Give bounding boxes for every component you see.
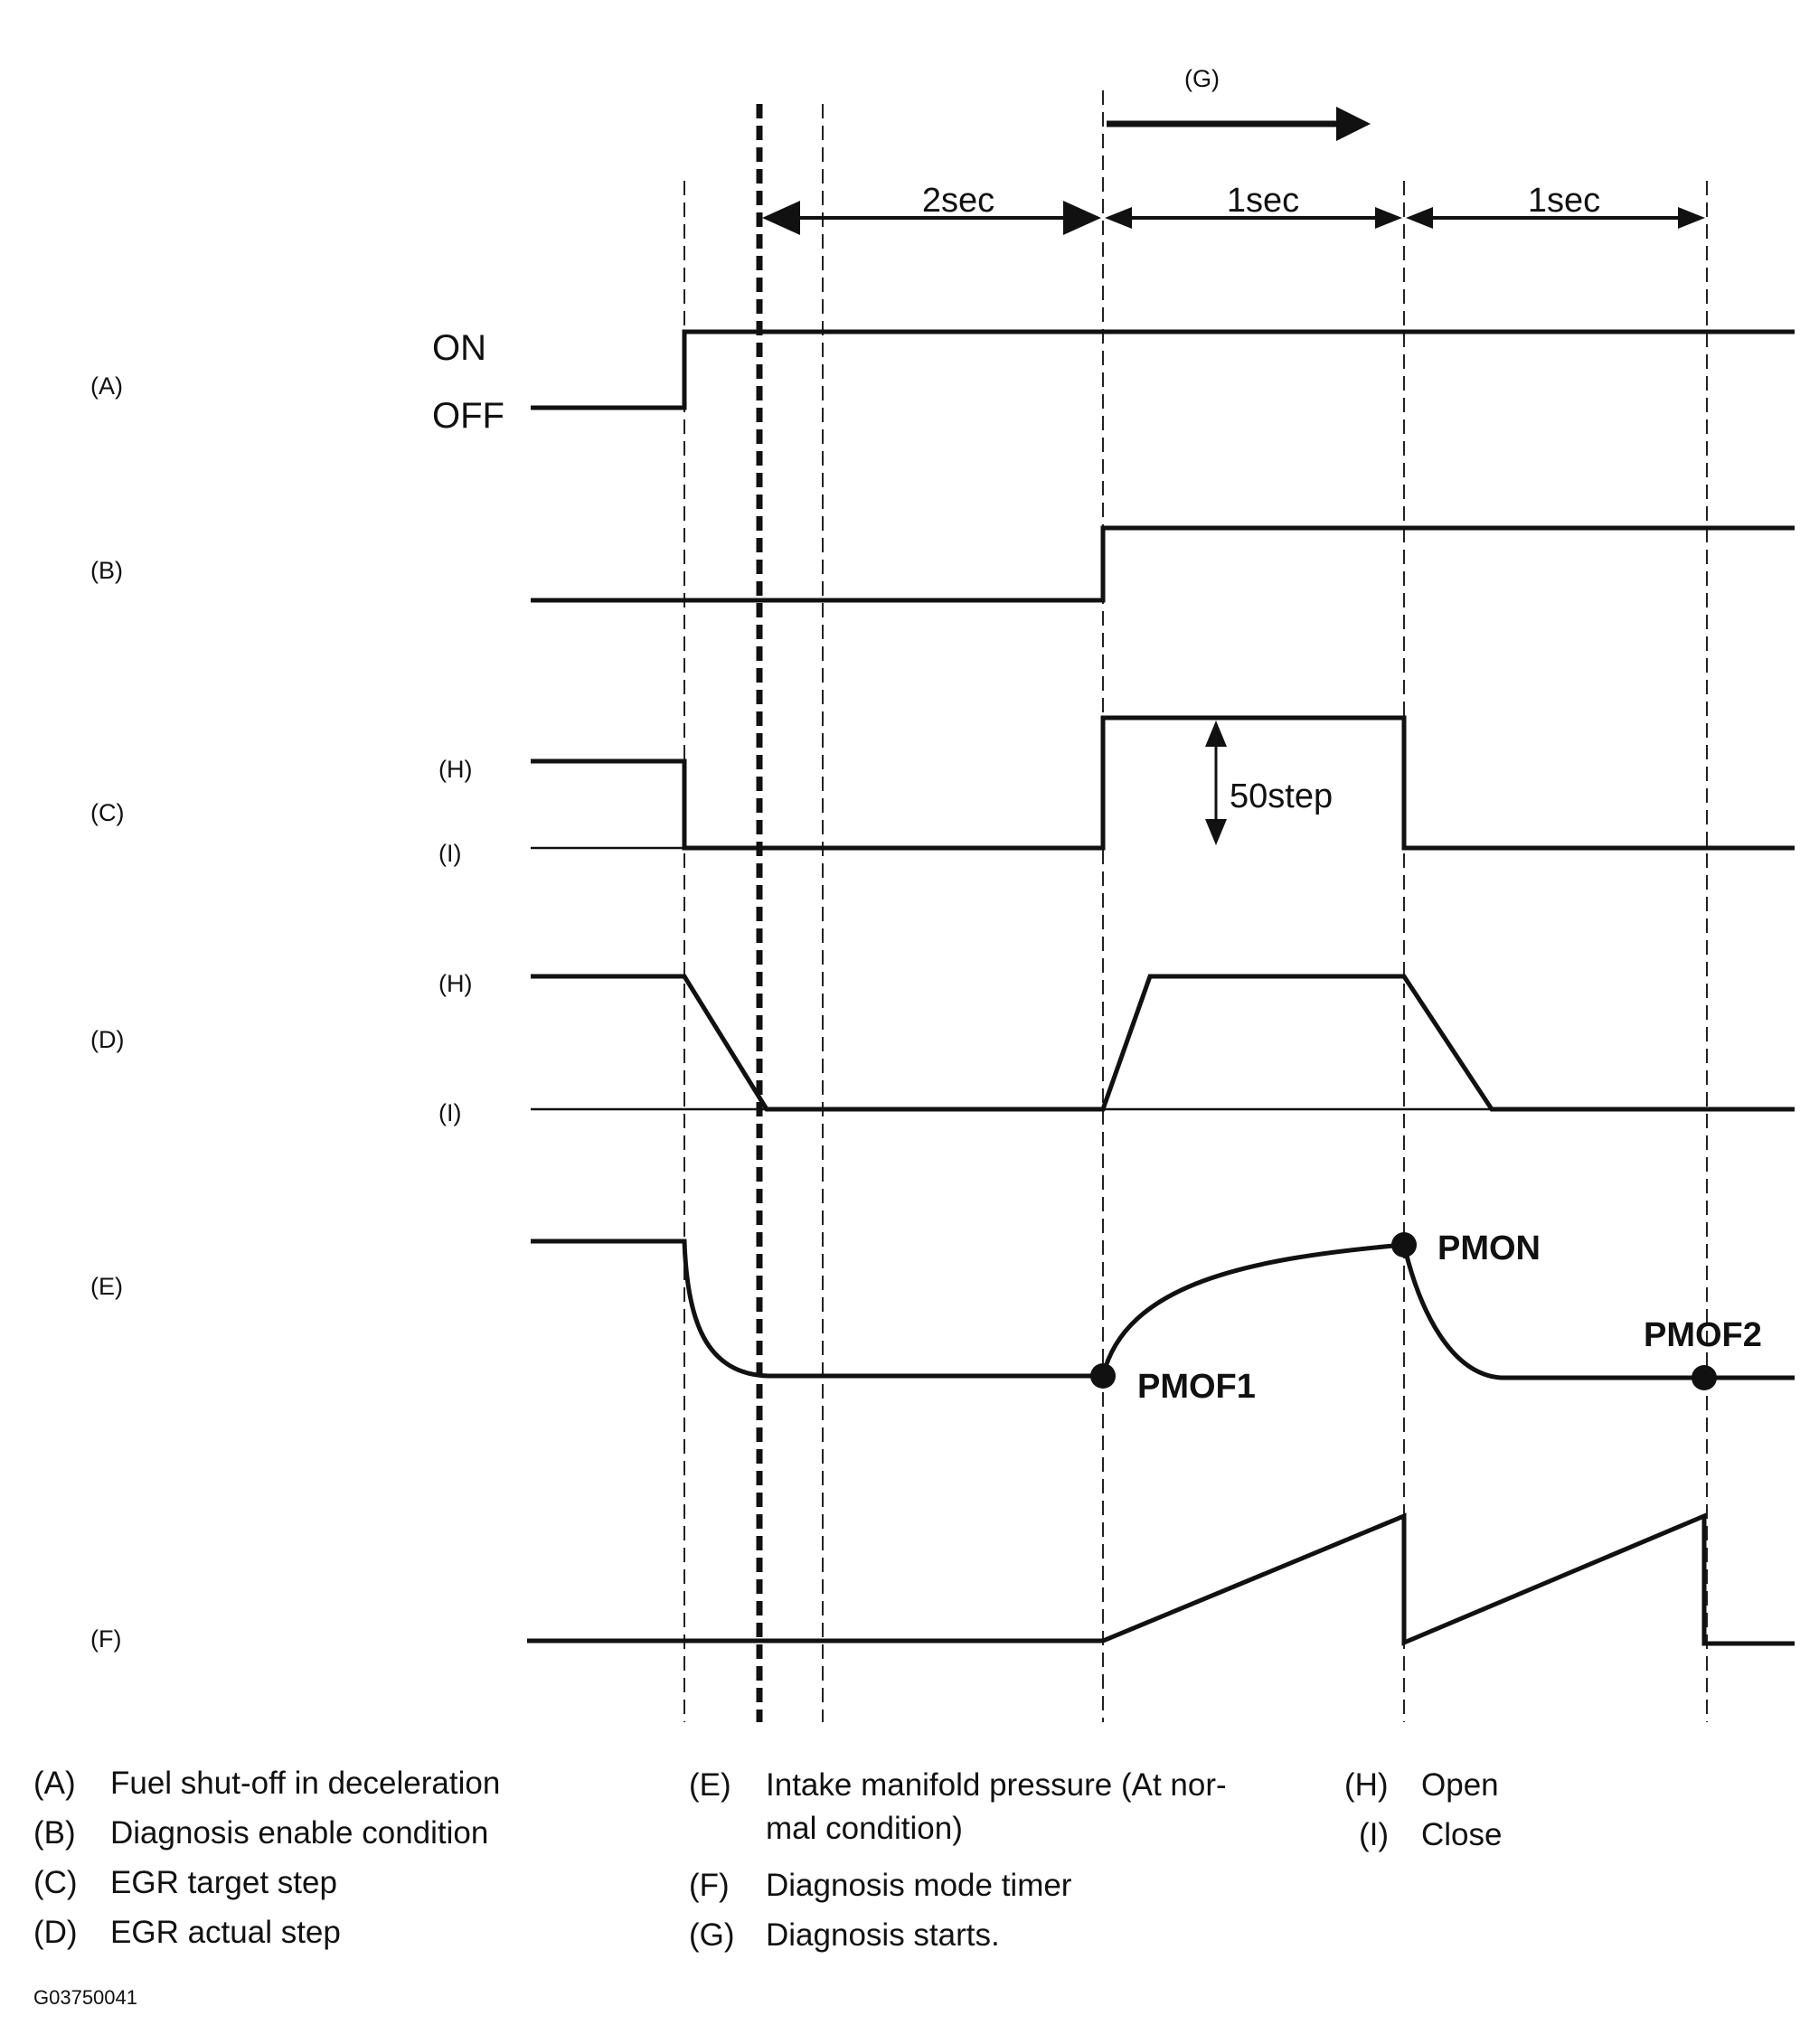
step-annotation-label: 50step: [1230, 777, 1333, 815]
row-label-e: (E): [90, 1273, 123, 1300]
legend-key-d: (D): [33, 1915, 78, 1950]
start-marker-label: (G): [1184, 65, 1220, 92]
level-label-d-low: (I): [438, 1099, 461, 1126]
legend-text-a: Fuel shut-off in deceleration: [110, 1766, 500, 1801]
interval-arrow-2-left-head: [1105, 207, 1132, 229]
level-label-d-high: (H): [438, 970, 472, 997]
row-labels: (A) (B) (C) (D) (E) (F): [90, 372, 124, 1653]
legend-text-g: Diagnosis starts.: [766, 1917, 1000, 1953]
row-label-f: (F): [90, 1625, 121, 1653]
row-label-a: (A): [90, 372, 123, 400]
legend-col-3: (H) Open (I) Close: [1344, 1767, 1502, 1852]
level-label-c-low: (I): [438, 840, 461, 867]
legend-text-b: Diagnosis enable condition: [110, 1815, 488, 1851]
start-arrow-head: [1336, 107, 1371, 141]
legend-key-b: (B): [33, 1815, 76, 1851]
signal-d: [531, 974, 1795, 1112]
point-pmon: [1391, 1232, 1417, 1257]
signal-f-wave: [527, 1512, 1795, 1646]
signal-d-wave: [531, 974, 1795, 1112]
point-label-pmof2: PMOF2: [1644, 1316, 1762, 1354]
interval-label-2: 1sec: [1227, 182, 1299, 220]
figure-id: G03750041: [33, 1986, 137, 2009]
legend-key-e: (E): [689, 1767, 731, 1803]
point-pmof2: [1692, 1365, 1717, 1390]
legend-key-c: (C): [33, 1865, 78, 1900]
interval-arrow-1-left-head: [762, 201, 800, 235]
legend-text-f: Diagnosis mode timer: [766, 1868, 1072, 1903]
level-labels: ON OFF (H) (I) (H) (I): [432, 328, 504, 1126]
step-annotation-top-head: [1205, 721, 1227, 747]
row-label-c: (C): [90, 799, 124, 826]
legend-text-h: Open: [1421, 1767, 1499, 1803]
signal-b-wave: [531, 525, 1795, 603]
level-label-c-high: (H): [438, 756, 472, 783]
level-label-on: ON: [432, 328, 486, 368]
signal-a-wave: [531, 329, 1795, 410]
legend-text-d: EGR actual step: [110, 1915, 341, 1950]
signal-c-wave: [531, 715, 1795, 851]
legend-col-1: (A) Fuel shut-off in deceleration (B) Di…: [33, 1766, 500, 1950]
point-label-pmon: PMON: [1437, 1229, 1541, 1267]
legend-key-f: (F): [689, 1868, 730, 1903]
level-label-off: OFF: [432, 396, 504, 436]
legend-key-a: (A): [33, 1766, 76, 1801]
legend: (A) Fuel shut-off in deceleration (B) Di…: [33, 1766, 1502, 1953]
row-label-b: (B): [90, 557, 123, 584]
signal-e: PMON PMOF1 PMOF2: [531, 1229, 1795, 1406]
legend-key-i: (I): [1359, 1817, 1389, 1852]
legend-text-e-line2: mal condition): [766, 1811, 963, 1846]
legend-text-e: Intake manifold pressure (At nor-: [766, 1767, 1227, 1803]
interval-arrows: 2sec 1sec 1sec: [762, 182, 1705, 235]
interval-arrow-1-right-head: [1063, 201, 1101, 235]
time-markers: [683, 90, 1708, 1722]
legend-text-c: EGR target step: [110, 1865, 337, 1900]
legend-key-h: (H): [1344, 1767, 1389, 1803]
interval-arrow-2-right-head: [1375, 207, 1402, 229]
signal-c: 50step: [531, 715, 1795, 851]
interval-arrow-3-right-head: [1678, 207, 1705, 229]
step-annotation-bottom-head: [1205, 819, 1227, 845]
legend-col-2: (E) Intake manifold pressure (At nor- ma…: [689, 1767, 1227, 1953]
interval-label-3: 1sec: [1528, 182, 1600, 220]
interval-arrow-3-left-head: [1406, 207, 1433, 229]
point-pmof1: [1090, 1363, 1116, 1389]
row-label-d: (D): [90, 1026, 124, 1053]
legend-key-g: (G): [689, 1917, 735, 1953]
point-label-pmof1: PMOF1: [1137, 1368, 1256, 1406]
signal-e-wave: [531, 1239, 1795, 1380]
interval-label-1: 2sec: [922, 182, 994, 220]
legend-text-i: Close: [1421, 1817, 1502, 1852]
diagnosis-start-marker: (G): [1107, 65, 1371, 141]
